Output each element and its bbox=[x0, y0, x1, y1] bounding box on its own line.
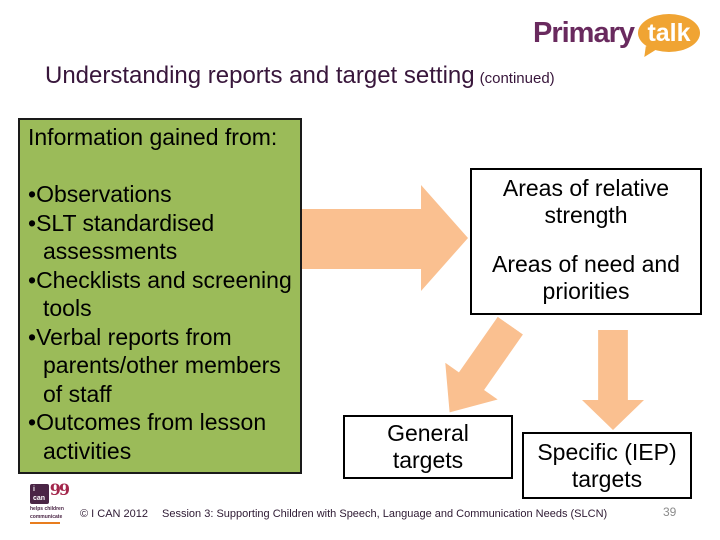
talk-speech-bubble-icon: talk bbox=[638, 14, 700, 52]
down-left-arrow-icon bbox=[423, 307, 536, 431]
bullet-item: Verbal reports from parents/other member… bbox=[28, 323, 293, 409]
ican-logo-name: i can bbox=[30, 484, 49, 504]
page-number: 39 bbox=[663, 505, 677, 519]
ican-tagline-line1: helps children bbox=[30, 506, 64, 512]
areas-need-text: Areas of need and priorities bbox=[492, 251, 680, 304]
footer-copyright: © I CAN 2012 bbox=[80, 508, 149, 520]
brand-primary-text: Primary bbox=[532, 16, 635, 49]
areas-strength-text: Areas of relative strength bbox=[502, 175, 670, 228]
ican-logo-top: i can 99 bbox=[30, 480, 70, 504]
page-title-text: Understanding reports and target setting bbox=[45, 62, 475, 89]
areas-box: Areas of relative strength Areas of need… bbox=[470, 168, 702, 315]
footer-session: Session 3: Supporting Children with Spee… bbox=[162, 508, 608, 520]
information-box-heading: Information gained from: bbox=[28, 124, 278, 150]
page-title-suffix: (continued) bbox=[479, 70, 555, 87]
bullet-item: Outcomes from lesson activities bbox=[28, 408, 293, 465]
ican-quotes-icon: 99 bbox=[49, 480, 70, 499]
bullet-item: Observations bbox=[28, 180, 293, 209]
footer: © I CAN 2012 Session 3: Supporting Child… bbox=[80, 508, 607, 520]
page-title: Understanding reports and target setting… bbox=[45, 62, 555, 90]
bullet-item: Checklists and screening tools bbox=[28, 266, 293, 323]
primary-talk-logo: Primary talk bbox=[533, 14, 700, 52]
specific-targets-text: Specific (IEP) targets bbox=[537, 438, 677, 492]
bullet-item: SLT standardised assessments bbox=[28, 209, 293, 266]
brand-talk-text: talk bbox=[647, 18, 691, 47]
right-arrow-icon bbox=[302, 185, 468, 291]
ican-tagline-line2: communicate bbox=[30, 514, 63, 520]
general-targets-text: General targets bbox=[387, 420, 469, 473]
specific-targets-box: Specific (IEP) targets bbox=[522, 432, 692, 499]
ican-logo: i can 99 helps children communicate bbox=[30, 480, 70, 530]
ican-logo-bar bbox=[30, 522, 60, 524]
general-targets-box: General targets bbox=[343, 415, 513, 479]
down-arrow-icon bbox=[582, 330, 644, 430]
information-box: Information gained from: Observations SL… bbox=[18, 118, 302, 474]
information-bullet-list: Observations SLT standardised assessment… bbox=[28, 180, 293, 465]
